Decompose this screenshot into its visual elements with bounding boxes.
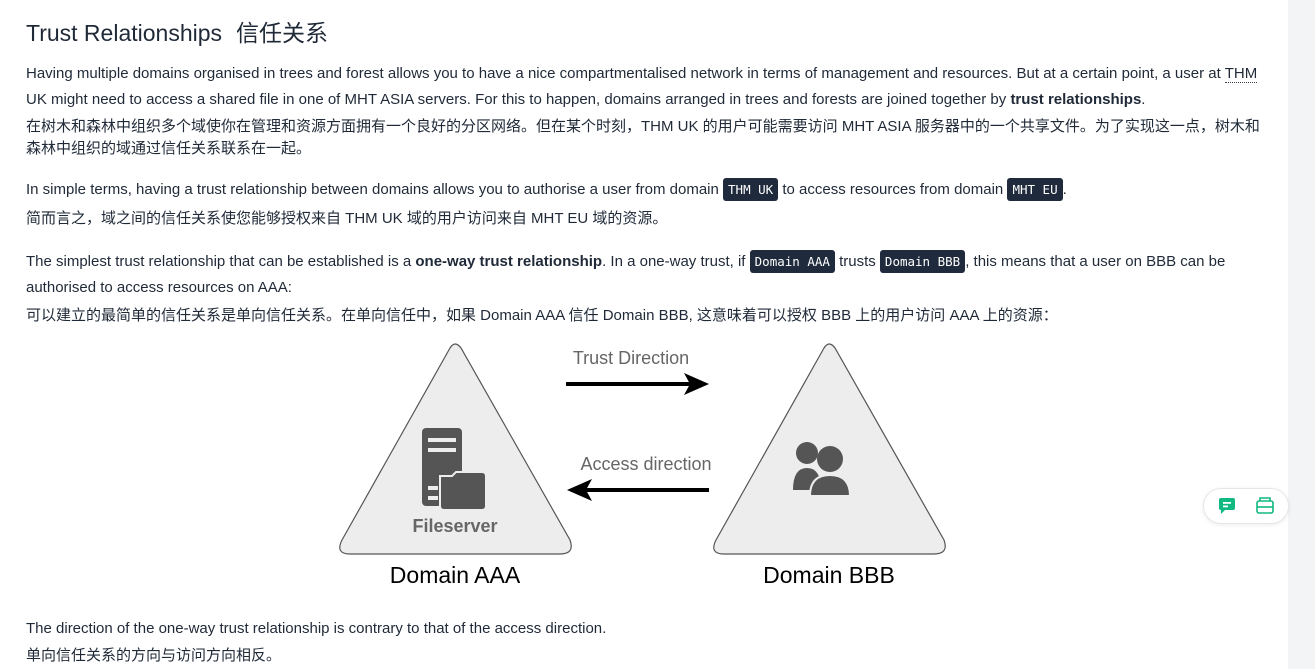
- paragraph-2: In simple terms, having a trust relation…: [26, 177, 1261, 203]
- code-mht-eu: MHT EU: [1007, 178, 1063, 201]
- access-direction-label: Access direction: [580, 454, 711, 474]
- code-domain-bbb: Domain BBB: [879, 250, 966, 273]
- paragraph-4-zh: 单向信任关系的方向与访问方向相反。: [26, 647, 282, 664]
- access-arrow: [567, 479, 709, 501]
- scrollbar-gutter[interactable]: [1288, 0, 1315, 669]
- paragraph-2-zh: 简而言之，域之间的信任关系使您能够授权来自 THM UK 域的用户访问来自 MH…: [26, 210, 668, 227]
- domain-bbb-label: Domain BBB: [763, 562, 895, 588]
- paragraph-3-zh: 可以建立的最简单的信任关系是单向信任关系。在单向信任中，如果 Domain AA…: [26, 307, 1058, 324]
- paragraph-4: The direction of the one-way trust relat…: [26, 620, 607, 637]
- chat-translate-icon[interactable]: [1216, 496, 1238, 516]
- trust-direction-diagram: Fileserver Trust Direction Access direct…: [339, 343, 946, 588]
- floating-tools-widget: [1203, 488, 1289, 524]
- domain-aaa-label: Domain AAA: [390, 562, 521, 588]
- code-thm-uk: THM UK: [723, 178, 779, 201]
- trust-direction-label: Trust Direction: [573, 348, 689, 368]
- bold-one-way-trust: one-way trust relationship: [415, 253, 603, 270]
- users-icon: [793, 442, 852, 497]
- abbr-thm[interactable]: THM: [1224, 65, 1258, 83]
- paragraph-3: The simplest trust relationship that can…: [26, 249, 1261, 301]
- paragraph-1: Having multiple domains organised in tre…: [26, 65, 1258, 108]
- code-domain-aaa: Domain AAA: [749, 250, 835, 273]
- page-title: Trust Relationships 信任关系: [26, 14, 328, 48]
- folder-icon: [439, 471, 487, 511]
- bold-trust-relationships: trust relationships: [1010, 91, 1142, 108]
- message-icon[interactable]: [1254, 496, 1276, 516]
- fileserver-label: Fileserver: [412, 516, 497, 536]
- title-en: Trust Relationships: [26, 20, 223, 46]
- trust-arrow: [566, 373, 709, 395]
- title-zh: 信任关系: [236, 20, 329, 46]
- paragraph-1-zh: 在树木和森林中组织多个域使你在管理和资源方面拥有一个良好的分区网络。但在某个时刻…: [26, 118, 1260, 157]
